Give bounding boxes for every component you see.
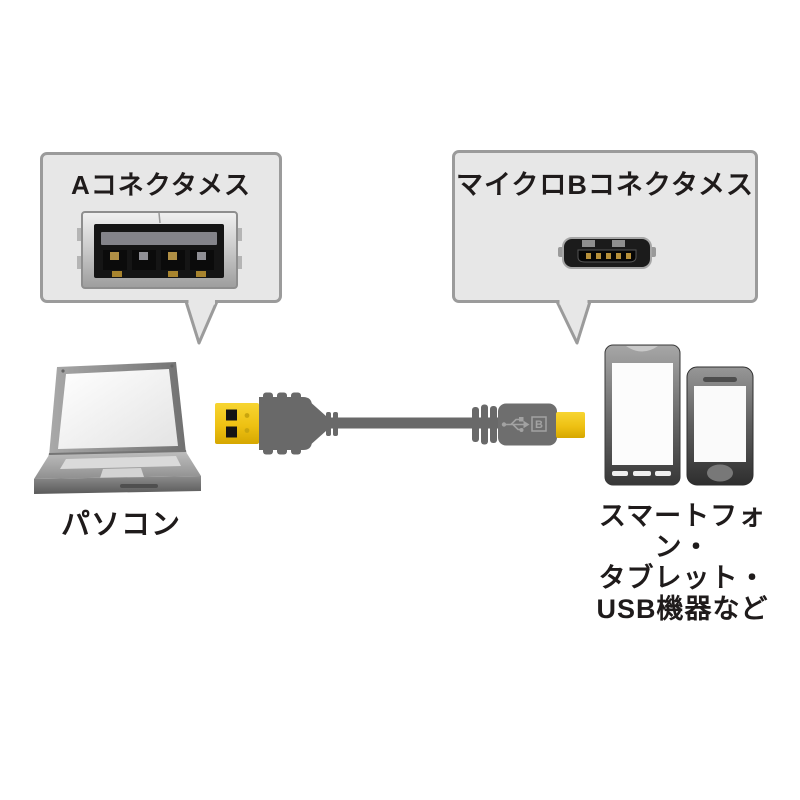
smartphone-small-home-button xyxy=(707,464,733,482)
smartphone-large-notch xyxy=(626,346,658,352)
micro-b-plug-body xyxy=(498,403,557,446)
laptop-hinge xyxy=(48,450,187,460)
laptop-base-front xyxy=(34,476,201,494)
mobile-label: スマートフォン・ タブレット・ USB機器など xyxy=(575,501,790,625)
usb-cable-illustration: B xyxy=(215,392,585,455)
mobile-label-line3: USB機器など xyxy=(596,594,769,624)
micro-b-plug: B xyxy=(472,403,585,446)
mobile-label-line1: スマートフォン・ xyxy=(598,501,767,562)
smartphone-small-speaker xyxy=(703,377,737,382)
laptop-base-top xyxy=(34,452,201,479)
cable-cord xyxy=(322,417,502,429)
callout-usb-a-title: Aコネクタメス xyxy=(71,170,251,200)
laptop-trackpad xyxy=(100,468,144,478)
mobile-label-line2: タブレット・ xyxy=(598,563,767,593)
callout-tail-right xyxy=(555,298,592,345)
usb-a-plug-metal xyxy=(215,403,259,444)
smartphone-small-screen xyxy=(694,386,746,462)
laptop-keyboard xyxy=(60,456,181,469)
micro-b-plug-marking: B xyxy=(535,419,543,431)
laptop-screen xyxy=(58,369,178,449)
smartphone-small xyxy=(686,366,754,486)
callout-usb-a: Aコネクタメス xyxy=(40,152,282,303)
callout-micro-b: マイクロBコネクタメス xyxy=(452,150,758,303)
usb-trident-icon xyxy=(505,418,524,431)
smartphone-large xyxy=(604,344,681,486)
callout-tail-left xyxy=(184,298,219,345)
usb-a-plug xyxy=(215,392,338,455)
micro-b-plug-metal xyxy=(556,412,585,438)
callout-micro-b-title: マイクロBコネクタメス xyxy=(455,170,755,200)
smartphone-large-screen xyxy=(612,363,673,465)
usb-a-plug-body xyxy=(259,397,312,450)
laptop-lid xyxy=(49,362,186,456)
laptop-illustration xyxy=(34,362,201,494)
pc-label: パソコン xyxy=(60,509,181,541)
